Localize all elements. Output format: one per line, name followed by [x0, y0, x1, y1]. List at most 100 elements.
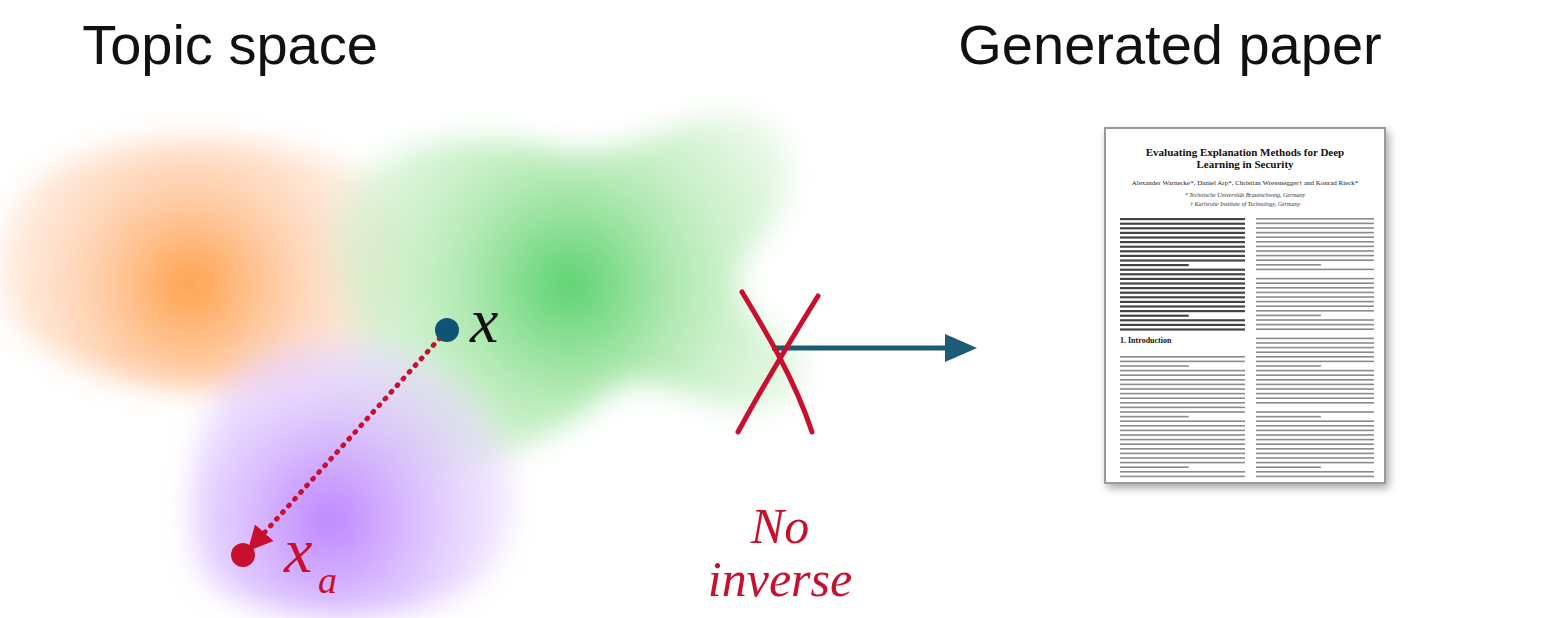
- panel-heading: Topic space: [30, 14, 430, 76]
- text-line: [1120, 305, 1245, 307]
- point-dot: [435, 318, 459, 342]
- text-line: [1120, 250, 1245, 252]
- paper-affiliation: * Technische Universität Braunschweig, G…: [1110, 192, 1380, 199]
- text-line: [1120, 269, 1245, 271]
- text-line: [1120, 384, 1245, 386]
- text-line: [1256, 246, 1374, 248]
- text-line: [1256, 241, 1374, 243]
- text-line: [1256, 457, 1374, 459]
- text-line: [1256, 374, 1374, 376]
- text-line: [1256, 315, 1321, 317]
- text-line: [1120, 370, 1245, 372]
- text-line: [1120, 453, 1245, 455]
- text-line: [1120, 434, 1245, 436]
- text-line: [1120, 448, 1245, 450]
- text-line: [1256, 425, 1374, 427]
- text-line: [1256, 466, 1321, 468]
- text-line: [1256, 471, 1374, 473]
- purple-region: [190, 341, 515, 617]
- text-line: [1256, 476, 1374, 478]
- text-line: [1120, 296, 1245, 298]
- text-line: [1120, 232, 1245, 234]
- text-line: [1256, 397, 1374, 399]
- text-line: [1256, 278, 1374, 280]
- text-line: [1256, 347, 1374, 349]
- text-line: [1120, 471, 1245, 473]
- text-line: [1256, 462, 1374, 464]
- point-dot: [231, 543, 255, 567]
- text-line: [1120, 328, 1245, 330]
- text-line: [1120, 439, 1245, 441]
- text-line: [1256, 370, 1374, 372]
- text-line: [1256, 338, 1374, 340]
- text-line: [1256, 319, 1374, 321]
- text-line: [1120, 264, 1189, 266]
- point-label: x: [470, 286, 520, 356]
- dotted-arrow: [256, 338, 440, 542]
- text-line: [1120, 411, 1245, 413]
- text-line: [1120, 476, 1245, 478]
- text-line: [1256, 259, 1374, 261]
- topic-regions: [0, 115, 808, 617]
- text-line: [1256, 236, 1374, 238]
- text-line: [1120, 287, 1245, 289]
- text-line: [1256, 384, 1374, 386]
- text-line: [1256, 453, 1374, 455]
- text-line: [1120, 430, 1245, 432]
- text-line: [1120, 223, 1245, 225]
- text-line: [1256, 379, 1374, 381]
- text-line: [1256, 287, 1374, 289]
- text-line: [1120, 462, 1245, 464]
- text-line: [1120, 407, 1245, 409]
- text-line: [1256, 342, 1374, 344]
- text-line: [1256, 223, 1374, 225]
- paper-section-heading: 1. Introduction: [1120, 337, 1240, 346]
- text-line: [1120, 301, 1245, 303]
- text-line: [1256, 416, 1321, 418]
- text-line: [1120, 420, 1245, 422]
- text-line: [1120, 356, 1245, 358]
- text-line: [1120, 324, 1245, 326]
- text-line: [1120, 393, 1245, 395]
- text-line: [1256, 361, 1374, 363]
- text-line: [1120, 278, 1245, 280]
- text-line: [1120, 241, 1245, 243]
- text-line: [1120, 457, 1245, 459]
- text-line: [1256, 250, 1374, 252]
- text-line: [1256, 255, 1374, 257]
- text-line: [1120, 273, 1245, 275]
- text-line: [1256, 356, 1374, 358]
- text-line: [1120, 361, 1245, 363]
- text-line: [1120, 259, 1245, 261]
- text-line: [1256, 430, 1374, 432]
- text-line: [1256, 351, 1374, 353]
- text-line: [1256, 388, 1374, 390]
- text-line: [1120, 255, 1245, 257]
- text-line: [1120, 388, 1245, 390]
- text-line: [1120, 315, 1189, 317]
- text-line: [1256, 292, 1374, 294]
- text-line: [1120, 443, 1245, 445]
- cross-stroke: [738, 296, 818, 432]
- text-line: [1256, 411, 1374, 413]
- text-line: [1256, 448, 1374, 450]
- text-line: [1120, 236, 1245, 238]
- text-line: [1120, 466, 1189, 468]
- text-line: [1120, 310, 1245, 312]
- paper-title: Evaluating Explanation Methods for Deep …: [1145, 146, 1345, 170]
- text-line: [1256, 232, 1374, 234]
- map-arrow-head: [945, 334, 977, 362]
- text-line: [1256, 269, 1374, 271]
- text-line: [1120, 292, 1245, 294]
- text-line: [1256, 264, 1321, 266]
- text-line: [1120, 246, 1245, 248]
- paper-affiliation: † Karlsruhe Institute of Technology, Ger…: [1110, 201, 1380, 208]
- text-line: [1256, 402, 1374, 404]
- text-line: [1256, 218, 1374, 220]
- text-line: [1256, 310, 1374, 312]
- paper-page: [1105, 128, 1385, 483]
- text-line: [1120, 282, 1245, 284]
- text-line: [1120, 402, 1245, 404]
- text-line: [1120, 425, 1245, 427]
